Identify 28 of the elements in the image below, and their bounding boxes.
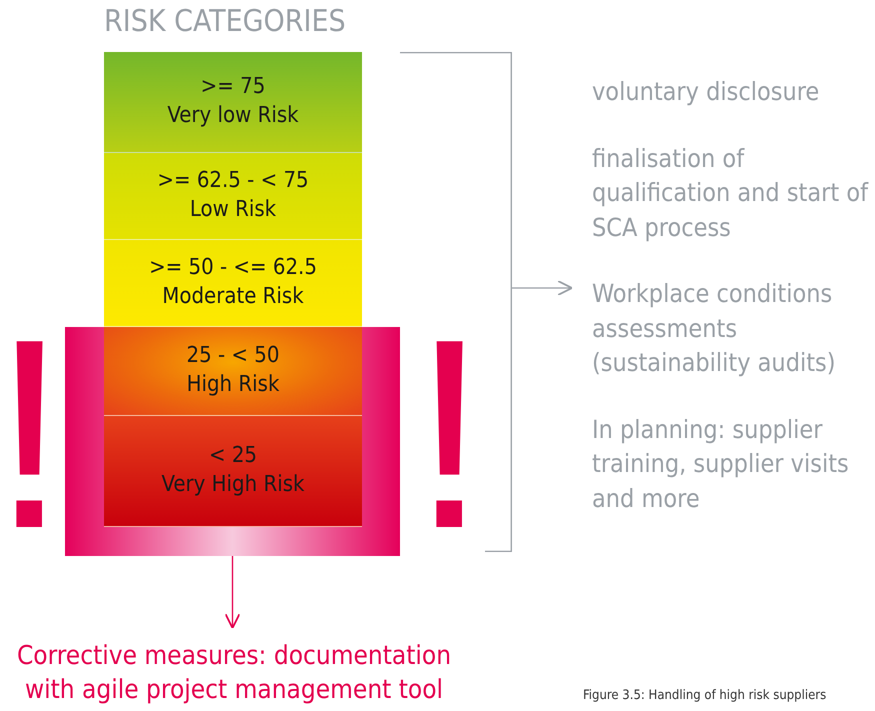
risk-band — [104, 416, 362, 527]
measure-text: finalisation of qualification and start of SCA process — [592, 142, 870, 244]
risk-range-text: Very High Risk — [162, 471, 304, 499]
risk-range-text: 25 - < 50 — [186, 342, 280, 370]
corrective-measures-text: Corrective measures: documentation with agile project management tool — [16, 640, 452, 707]
risk-range-text: Low Risk — [190, 196, 276, 224]
measure-text: Workplace conditions assessments (sustainability audits) — [592, 278, 837, 379]
risk-band — [104, 52, 362, 153]
frame-box — [65, 327, 400, 556]
risk-range-text: High Risk — [186, 371, 280, 399]
risk-range-text: Very low Risk — [167, 102, 299, 130]
diagram-title: RISK CATEGORIES — [104, 4, 346, 39]
exclamation-mark: ! — [0, 300, 68, 570]
risk-band — [104, 153, 362, 240]
risk-band — [104, 240, 362, 327]
risk-band — [104, 327, 362, 416]
risk-range-text: >= 75 — [200, 73, 266, 102]
risk-range-text: < 25 — [208, 442, 258, 470]
risk-range-text: >= 62.5 - < 75 — [157, 167, 309, 196]
risk-range-text: Moderate Risk — [162, 283, 304, 311]
measure-text: voluntary disclosure — [592, 76, 820, 108]
arrow — [224, 556, 240, 629]
measure-text: In planning: supplier training, supplier visits and more — [592, 414, 850, 514]
arrow — [512, 280, 573, 296]
bracket — [400, 52, 512, 552]
risk-range-text: >= 50 - <= 62.5 — [149, 254, 317, 282]
exclamation-mark: ! — [412, 300, 488, 570]
figure-caption: Figure 3.5: Handling of high risk suppliers — [583, 688, 826, 703]
